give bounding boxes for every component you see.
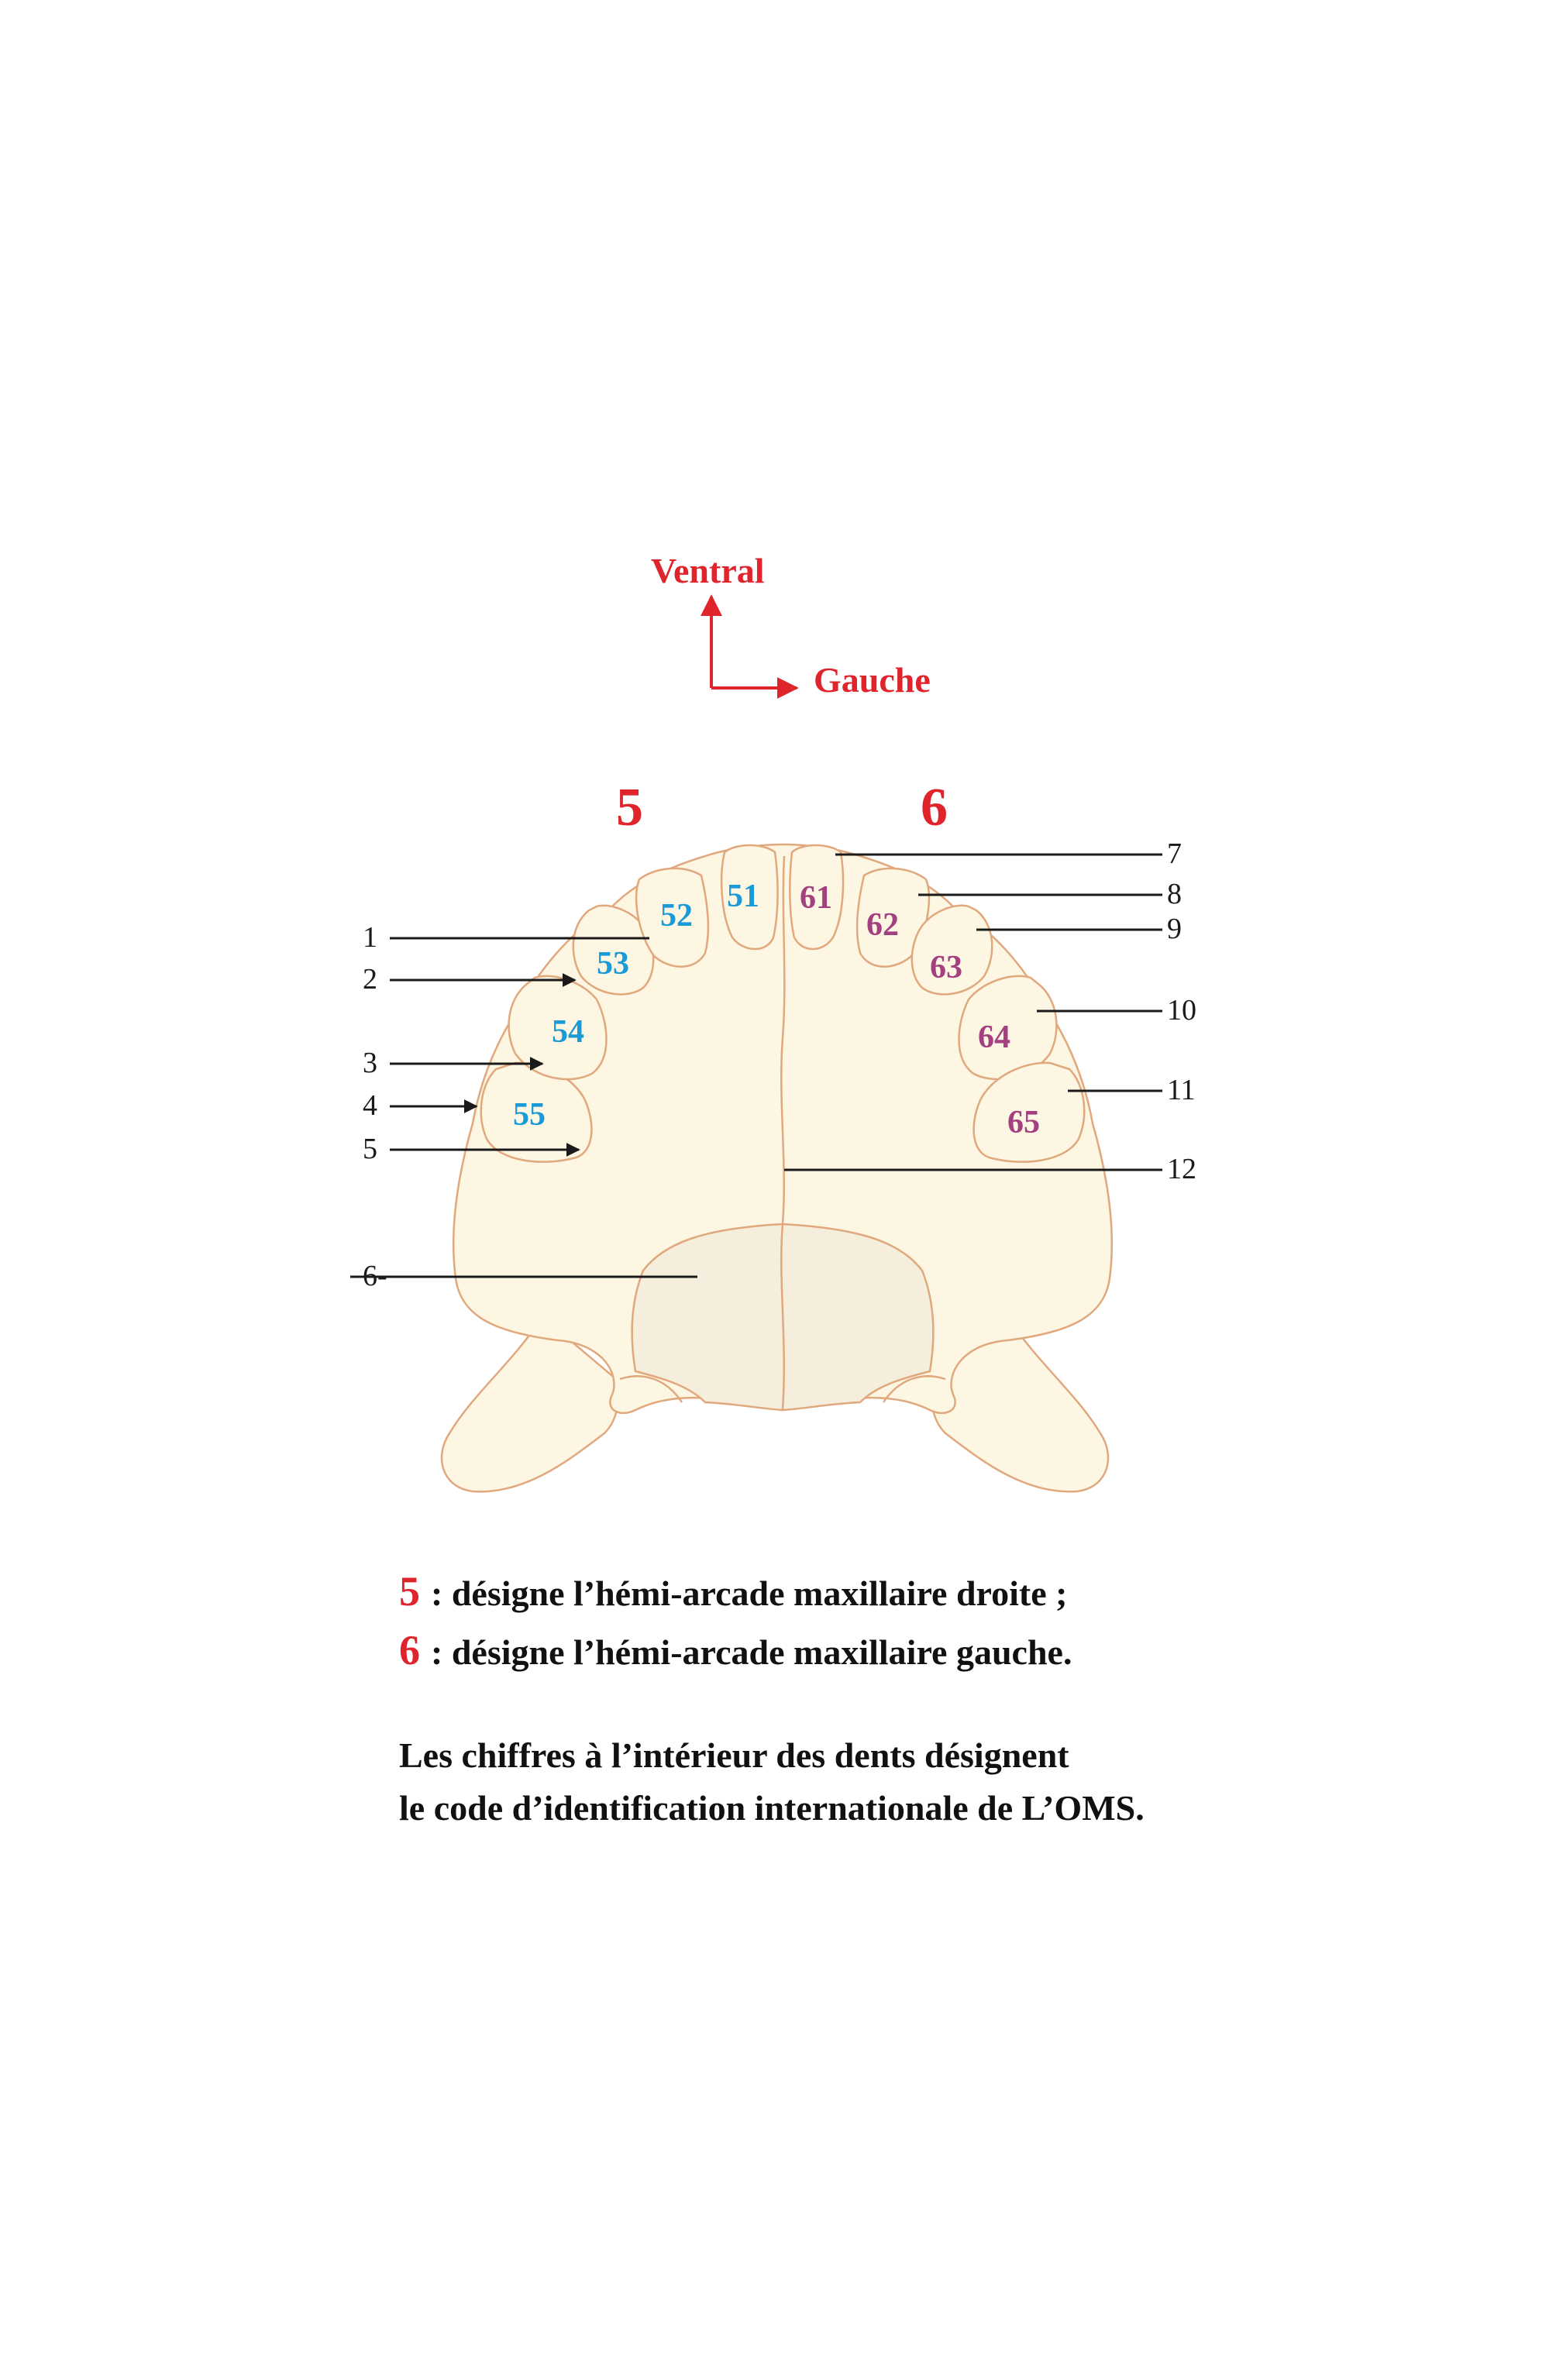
left-inner-arc: [619, 1375, 683, 1403]
callout-1: 1: [363, 921, 377, 954]
tooth-53: [572, 904, 655, 996]
left-wing: [440, 1316, 620, 1493]
tooth-code-52: 52: [660, 898, 693, 934]
legend-line-1: 5 : désigne l’hémi-arcade maxillaire droi…: [399, 1567, 1067, 1617]
callout-numbers: 1 2 3 4 5 6- 7 8 9 10 11 12: [363, 837, 1196, 1292]
tooth-code-61: 61: [800, 880, 832, 916]
callout-11: 11: [1167, 1074, 1196, 1106]
tooth-code-62: 62: [866, 907, 899, 943]
tooth-code-51: 51: [727, 879, 759, 914]
callout-2: 2: [363, 963, 377, 996]
tooth-code-65: 65: [1007, 1105, 1040, 1140]
note-line-2: le code d’identification internationale …: [399, 1788, 1145, 1828]
ventral-label: Ventral: [651, 551, 765, 590]
tooth-51: [720, 844, 779, 951]
tooth-52: [635, 867, 710, 968]
right-inner-arc: [882, 1375, 946, 1403]
teeth-left: [789, 844, 1086, 1163]
tooth-65: [972, 1061, 1086, 1163]
legend-line-1-text: : désigne l’hémi-arcade maxillaire droit…: [431, 1573, 1068, 1613]
callout-4: 4: [363, 1089, 377, 1122]
orientation-indicator: Ventral Gauche: [651, 551, 931, 700]
maxilla-bone: [440, 843, 1113, 1493]
leader-lines: [350, 853, 1162, 1278]
tooth-64: [958, 975, 1058, 1081]
callout-3: 3: [363, 1047, 377, 1079]
legend-line-2: 6 : désigne l’hémi-arcade maxillaire gauc…: [399, 1625, 1072, 1676]
callout-10: 10: [1167, 994, 1196, 1027]
note-line-1: Les chiffres à l’intérieur des dents dés…: [399, 1735, 1069, 1775]
quadrant-right-label: 5: [616, 778, 643, 837]
legend-line-2-text: : désigne l’hémi-arcade maxillaire gauch…: [431, 1632, 1072, 1672]
tooth-codes-left: 61 62 63 64 65: [800, 880, 1040, 1140]
tooth-code-55: 55: [513, 1097, 546, 1133]
gauche-label: Gauche: [814, 660, 931, 700]
midline-suture: [780, 855, 786, 1411]
callout-12: 12: [1167, 1153, 1196, 1185]
tooth-61: [789, 844, 845, 951]
tooth-code-63: 63: [930, 950, 962, 985]
tooth-code-53: 53: [597, 946, 629, 982]
callout-5: 5: [363, 1133, 377, 1165]
tooth-codes-right: 55 54 53 52 51: [513, 879, 759, 1133]
callout-8: 8: [1167, 878, 1182, 910]
tooth-code-54: 54: [552, 1014, 584, 1050]
tooth-code-64: 64: [978, 1020, 1010, 1055]
tooth-62: [855, 867, 931, 968]
quadrant-left-label: 6: [921, 778, 948, 837]
teeth-right: [480, 844, 779, 1163]
legend-line-1-number: 5: [399, 1568, 420, 1615]
tooth-63: [911, 904, 993, 996]
callout-6: 6-: [363, 1260, 387, 1292]
callout-7: 7: [1167, 837, 1182, 870]
callout-9: 9: [1167, 913, 1182, 945]
right-wing: [930, 1316, 1110, 1493]
legend-line-2-number: 6: [399, 1627, 420, 1673]
tooth-54: [508, 975, 608, 1081]
